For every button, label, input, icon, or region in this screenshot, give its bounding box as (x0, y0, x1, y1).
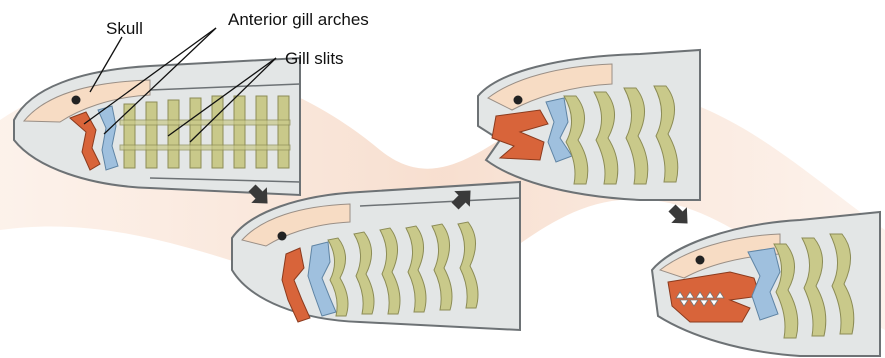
label-gill-slits: Gill slits (285, 49, 344, 68)
label-skull: Skull (106, 19, 143, 38)
stage-4-modern-jawed-fish (652, 212, 880, 356)
label-anterior-gill-arches: Anterior gill arches (228, 10, 369, 29)
